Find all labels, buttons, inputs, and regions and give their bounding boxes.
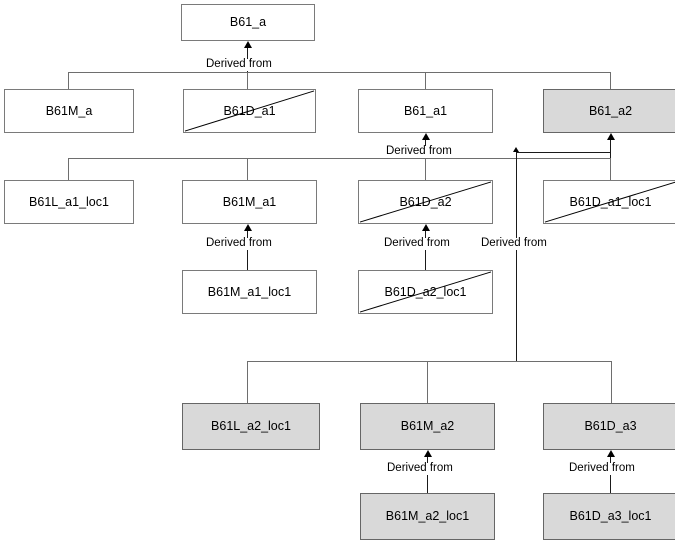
arrowhead-to-b61-a2 [607,133,615,140]
node-label: B61M_a [45,103,93,118]
node-label: B61_a [229,15,267,30]
node-b61m-a2-loc1[interactable]: B61M_a2_loc1 [360,493,495,540]
edge-label-derived-from: Derived from [385,145,453,158]
node-b61l-a2-loc1[interactable]: B61L_a2_loc1 [182,403,320,450]
edge-trunk-elbow [516,152,610,153]
edge-drop-b61d-a1-loc1 [610,158,611,180]
edge-stem-to-b61d-a3 [610,457,611,493]
node-label: B61_a2 [588,103,633,118]
node-label: B61D_a1_loc1 [569,194,652,209]
node-label: B61D_a3 [584,419,637,434]
arrowhead-to-b61m-a1 [244,224,252,231]
edge-label-derived-from: Derived from [386,462,454,475]
node-b61-a[interactable]: B61_a [181,4,315,41]
node-b61-a1[interactable]: B61_a1 [358,89,493,133]
node-b61-a2[interactable]: B61_a2 [543,89,675,133]
node-label: B61_a1 [403,103,448,118]
node-label: B61L_a2_loc1 [211,419,291,434]
node-label: B61D_a1 [223,103,276,118]
edge-trunk-to-b61-a2 [516,152,517,362]
edge-drop-b61m-a1 [247,158,248,180]
arrowhead-to-b61-a1 [422,133,430,140]
node-label: B61M_a2 [400,419,455,434]
node-b61m-a2[interactable]: B61M_a2 [360,403,495,450]
edge-stem-to-b61-a2 [610,140,611,158]
node-b61d-a1[interactable]: B61D_a1 [183,89,316,133]
edge-drop-b61l-a1-loc1 [68,158,69,180]
node-label: B61D_a2 [399,194,452,209]
edge-bus-row3 [68,158,610,159]
arrowhead-to-b61m-a2 [424,450,432,457]
arrowhead-trunk-junction [513,147,519,152]
node-label: B61D_a2_loc1 [384,284,467,299]
edge-label-derived-from: Derived from [205,237,273,250]
edge-bus-row2 [68,72,611,73]
edge-label-derived-from: Derived from [205,58,273,71]
node-b61m-a1-loc1[interactable]: B61M_a1_loc1 [182,270,317,314]
node-b61d-a3[interactable]: B61D_a3 [543,403,675,450]
node-label: B61M_a2_loc1 [385,509,470,524]
arrowhead-to-b61d-a3 [607,450,615,457]
node-b61l-a1-loc1[interactable]: B61L_a1_loc1 [4,180,134,224]
node-label: B61M_a1_loc1 [207,284,292,299]
edge-bus-row5 [247,361,612,362]
arrowhead-to-b61d-a2 [422,224,430,231]
edge-stem-to-b61d-a2 [425,231,426,270]
edge-drop-b61-a1 [425,72,426,89]
node-b61m-a1[interactable]: B61M_a1 [182,180,317,224]
node-b61d-a3-loc1[interactable]: B61D_a3_loc1 [543,493,675,540]
edge-label-derived-from: Derived from [480,237,548,250]
node-b61m-a[interactable]: B61M_a [4,89,134,133]
edge-drop-b61d-a1 [247,72,248,89]
edge-stem-to-b61m-a1 [247,231,248,270]
edge-drop-b61m-a [68,72,69,89]
edge-drop-b61d-a2 [425,158,426,180]
edge-drop-b61m-a2 [427,361,428,403]
node-label: B61M_a1 [222,194,277,209]
node-label: B61D_a3_loc1 [569,509,652,524]
edge-drop-b61l-a2-loc1 [247,361,248,403]
edge-stem-to-b61m-a2 [427,457,428,493]
edge-label-derived-from: Derived from [383,237,451,250]
edge-label-derived-from: Derived from [568,462,636,475]
arrowhead-to-b61-a [244,41,252,48]
edge-drop-b61d-a3 [611,361,612,403]
node-b61d-a2[interactable]: B61D_a2 [358,180,493,224]
node-label: B61L_a1_loc1 [29,194,109,209]
node-b61d-a2-loc1[interactable]: B61D_a2_loc1 [358,270,493,314]
node-b61d-a1-loc1[interactable]: B61D_a1_loc1 [543,180,675,224]
edge-drop-b61-a2 [610,72,611,89]
